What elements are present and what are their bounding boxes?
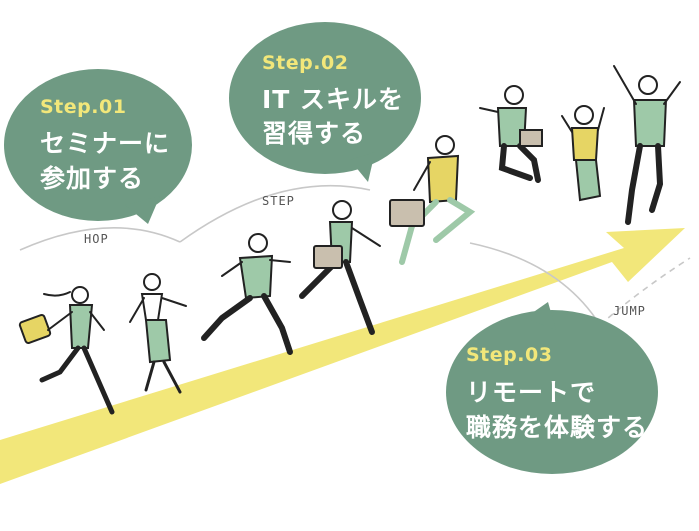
step-01-number: Step.01	[40, 96, 127, 118]
progress-arrow	[0, 228, 685, 484]
step-label: STEP	[262, 194, 295, 208]
figure-woman-walking	[129, 273, 187, 394]
figure-woman-handbag	[18, 286, 115, 415]
step-02-line-2: 習得する	[262, 119, 367, 148]
hop-label: HOP	[84, 232, 109, 246]
step-01-line-2: 参加する	[40, 164, 145, 193]
jump-label: JUMP	[613, 304, 646, 318]
step-03-line-1: リモートで	[466, 378, 597, 407]
bubble-shapes	[4, 22, 658, 474]
figure-woman-briefcase	[299, 200, 381, 335]
step-02-line-1: IT スキルを	[262, 85, 405, 114]
jump-arcs	[19, 184, 691, 326]
figure-man-glasses	[201, 233, 293, 355]
figure-man-folder	[479, 85, 543, 183]
figure-woman-jumping	[561, 105, 605, 202]
step-01-line-1: セミナーに	[40, 129, 171, 158]
step-03-number: Step.03	[466, 344, 553, 366]
figure-man-arms-up	[613, 65, 681, 225]
step-02-number: Step.02	[262, 52, 349, 74]
people	[18, 65, 681, 415]
figure-man-yellow-jacket	[389, 135, 476, 265]
step-03-line-2: 職務を体験する	[466, 413, 649, 442]
